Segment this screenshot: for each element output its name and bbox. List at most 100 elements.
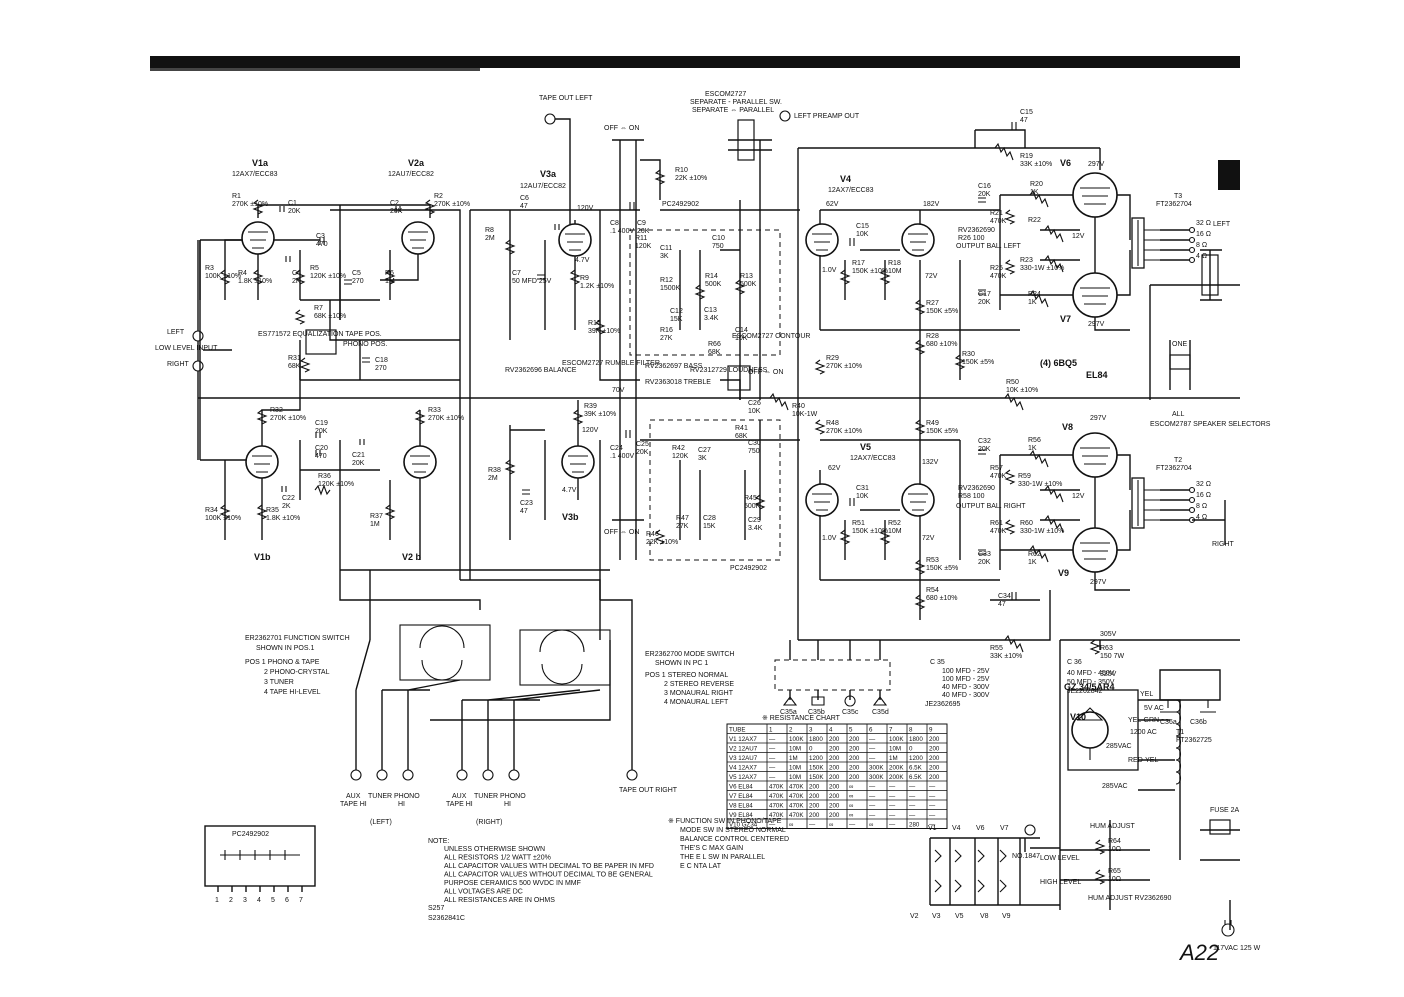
ac-plug-icon — [1221, 923, 1235, 937]
jack-left-input — [192, 330, 204, 342]
label-r64: R64 — [1108, 838, 1121, 845]
label-tap2-32: 32 Ω — [1196, 481, 1211, 488]
table-cell: 470K — [769, 803, 784, 810]
heater-tube-label: V3 — [932, 913, 941, 920]
resistance-chart-note: MODE SW IN STEREO NORMAL — [680, 827, 786, 834]
jack-aux-left — [350, 769, 362, 781]
transformer-t1 — [1175, 699, 1182, 785]
table-cell: — — [909, 784, 916, 791]
resistance-table-frame — [726, 723, 948, 829]
label-r65: R65 — [1108, 868, 1121, 875]
label-tap-32: 32 Ω — [1196, 220, 1211, 227]
table-cell: — — [889, 812, 896, 819]
note-line: ALL VOLTAGES ARE DC — [444, 889, 523, 896]
resistor-r39 — [572, 409, 584, 425]
table-cell: 200 — [829, 812, 840, 819]
tube-v1b — [245, 445, 279, 479]
table-cell: — — [869, 746, 876, 753]
c35-part: JE2362695 — [925, 701, 961, 708]
label-v6: V6 — [1060, 158, 1071, 168]
table-header-cell: 3 — [809, 727, 813, 734]
label-t1-part: FT2362725 — [1176, 737, 1212, 744]
function-switch-position: 2 PHONO-CRYSTAL — [264, 669, 330, 676]
contour-switch — [727, 365, 751, 391]
pc-pin-number: 6 — [285, 897, 289, 904]
transformer-t3 — [1131, 217, 1145, 269]
jack-tuner-right — [482, 769, 494, 781]
table-cell: 200 — [849, 746, 860, 753]
label-balance: RV2362696 BALANCE — [505, 367, 577, 374]
c35-item: 40 MFD - 300V — [942, 684, 990, 691]
table-cell: 1200 — [909, 755, 923, 762]
resistor-r32 — [256, 409, 268, 425]
label-v2a-type: 12AU7/ECC82 — [388, 171, 434, 178]
tube-v4 — [805, 223, 839, 257]
voltage-label: 12V — [1072, 493, 1085, 500]
table-cell: V10 GZ34 — [729, 822, 758, 829]
table-header-cell: TUBE — [729, 727, 746, 734]
notes-code2: S2362841C — [428, 915, 465, 922]
table-cell: 200 — [929, 736, 940, 743]
table-cell: 150K — [809, 774, 824, 781]
table-cell: 1800 — [809, 736, 823, 743]
label-v7: V7 — [1060, 314, 1071, 324]
pilot-lamp-icon — [1024, 824, 1036, 836]
note-line: ALL RESISTANCES ARE IN OHMS — [444, 897, 555, 904]
table-cell: — — [889, 784, 896, 791]
mode-switch-position: 2 STEREO REVERSE — [664, 681, 734, 688]
pc-pin-number: 2 — [229, 897, 233, 904]
resistor-r51 — [839, 529, 851, 545]
power-supply-section — [929, 639, 1240, 937]
label-output-type: (4) 6BQ5 — [1040, 358, 1077, 368]
heater-tube-label: V2 — [910, 913, 919, 920]
table-cell: 100K — [889, 736, 904, 743]
resistor-r20 — [1029, 189, 1049, 208]
component-label-c8: C8.1 400V — [610, 220, 634, 235]
label-speaker-sel: ESCOM2787 SPEAKER SELECTORS — [1150, 421, 1271, 428]
tone-module-top — [629, 229, 781, 356]
voltage-label: 12V — [1072, 233, 1085, 240]
label-sep-par2: SEPARATE ⇔ PARALLEL — [692, 107, 774, 114]
jack-aux-right — [456, 769, 468, 781]
table-cell: V5 12AX7 — [729, 774, 757, 781]
resistor-r34 — [219, 504, 231, 520]
label-r64-value: 10Ω — [1108, 846, 1121, 853]
table-cell: 200 — [849, 774, 860, 781]
label-contour: ESCOM2727 CONTOUR — [732, 333, 810, 340]
resistor-r29 — [814, 359, 826, 375]
table-cell: 200 — [929, 774, 940, 781]
resistance-chart-title: ※ RESISTANCE CHART — [762, 715, 841, 722]
label-out-bal-left: OUTPUT BAL. LEFT — [956, 243, 1022, 250]
resistor-r50 — [1004, 392, 1024, 411]
table-cell: 200 — [849, 765, 860, 772]
c35-section-label: C35a — [780, 709, 797, 716]
table-cell: V6 EL84 — [729, 784, 753, 791]
jack-phono-left — [402, 769, 414, 781]
table-cell: 470K — [769, 812, 784, 819]
table-cell: — — [869, 755, 876, 762]
label-ac-in: 117VAC 125 W — [1213, 945, 1261, 952]
table-cell: V8 EL84 — [729, 803, 753, 810]
table-cell: 280 — [909, 822, 920, 829]
